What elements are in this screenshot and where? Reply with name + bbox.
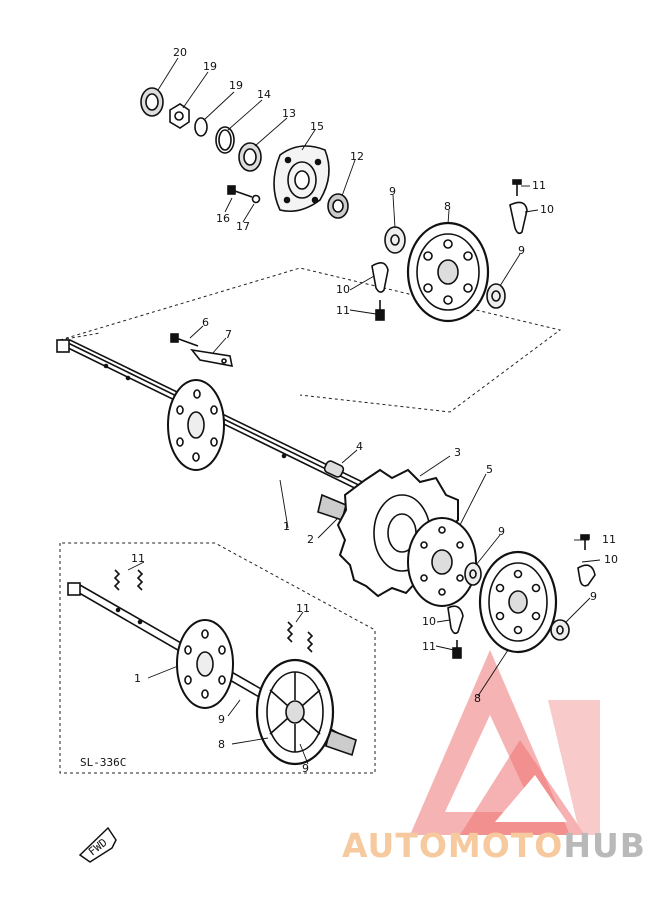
- callout: 12: [350, 150, 364, 163]
- callout: 16: [216, 212, 230, 225]
- watermark-part2: HUB: [563, 826, 646, 865]
- callout: 2: [307, 533, 314, 546]
- main-shaft-assembly: [56, 333, 596, 659]
- callout: 11: [131, 552, 145, 565]
- upper-bearing-assembly: [140, 87, 528, 323]
- callout: 11: [296, 602, 310, 615]
- callout: 19: [229, 79, 243, 92]
- callout: 4: [356, 440, 363, 453]
- alternate-shaft-assembly: [67, 569, 357, 766]
- callout: 1: [134, 672, 141, 685]
- callout: 11: [602, 533, 616, 546]
- callout: 13: [282, 107, 296, 120]
- callout: 1: [283, 520, 290, 533]
- dashed-frames: [59, 267, 562, 774]
- leader-lines: [127, 57, 601, 765]
- callout: 19: [203, 60, 217, 73]
- callout: 5: [486, 463, 493, 476]
- callout: 3: [454, 446, 461, 459]
- callout: 8: [218, 738, 225, 751]
- callout: 11: [422, 640, 436, 653]
- callout: 10: [540, 203, 554, 216]
- watermark-text: AUTOMOTOHUB: [342, 826, 646, 865]
- callout: 11: [336, 304, 350, 317]
- svg-text:AUTOMOTOHUB: AUTOMOTOHUB: [342, 826, 646, 865]
- watermark-part1: AUTOMOTO: [342, 826, 563, 865]
- callout: 15: [310, 120, 324, 133]
- callout: 9: [498, 525, 505, 538]
- callout: 9: [302, 762, 309, 775]
- callout: 14: [257, 88, 271, 101]
- callout: 20: [173, 46, 187, 59]
- fwd-arrow: FWD: [78, 826, 117, 863]
- callout: 9: [218, 713, 225, 726]
- watermark-logo: [410, 650, 600, 835]
- callout: 10: [422, 615, 436, 628]
- callout: 9: [590, 590, 597, 603]
- figure-code: SL-336C: [80, 756, 126, 769]
- callout: 10: [336, 283, 350, 296]
- callout: 11: [532, 179, 546, 192]
- callout: 17: [236, 220, 250, 233]
- callout: 8: [444, 200, 451, 213]
- callout: 9: [518, 244, 525, 257]
- callout: 10: [604, 553, 618, 566]
- callout: 9: [389, 185, 396, 198]
- callout: 7: [225, 328, 232, 341]
- callout: 6: [202, 316, 209, 329]
- callout-numbers: 20 19 19 14 13 15 12 16 17 9 8 11 10 9 1…: [131, 46, 618, 775]
- callout: 8: [474, 692, 481, 705]
